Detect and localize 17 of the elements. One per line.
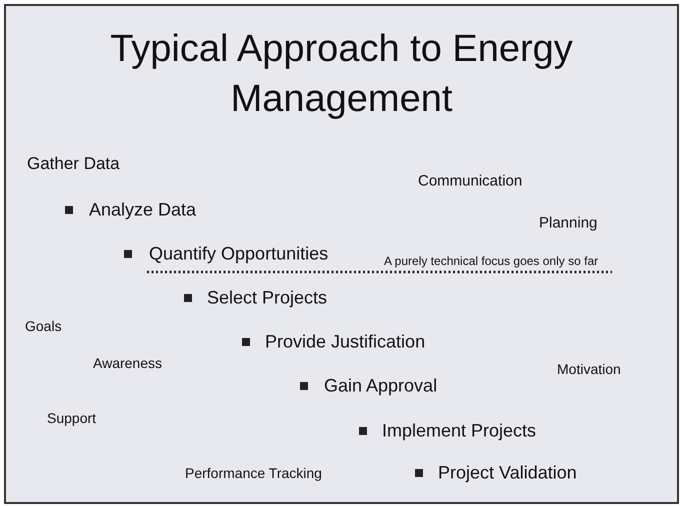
list-item-text: Implement Projects	[382, 420, 536, 442]
list-item-text: Analyze Data	[89, 200, 196, 220]
keyword-label: Goals	[25, 318, 62, 334]
list-item-text: Quantify Opportunities	[149, 244, 328, 264]
keyword-label: A purely technical focus goes only so far	[384, 254, 598, 268]
list-item-text: Gain Approval	[324, 376, 438, 396]
keyword-label: Awareness	[93, 355, 162, 371]
list-item-text: Select Projects	[207, 288, 328, 308]
keyword-label: Performance Tracking	[185, 465, 322, 481]
list-item-text: Project Validation	[438, 462, 577, 484]
keyword-label: Gather Data	[27, 154, 120, 174]
keyword-label: Support	[47, 410, 96, 426]
keyword-label: Planning	[539, 214, 598, 232]
keyword-label: Communication	[418, 172, 522, 190]
slide-title: Typical Approach to Energy Management	[109, 27, 574, 122]
keyword-label: Motivation	[557, 361, 621, 377]
list-item-text: Provide Justification	[265, 332, 426, 352]
